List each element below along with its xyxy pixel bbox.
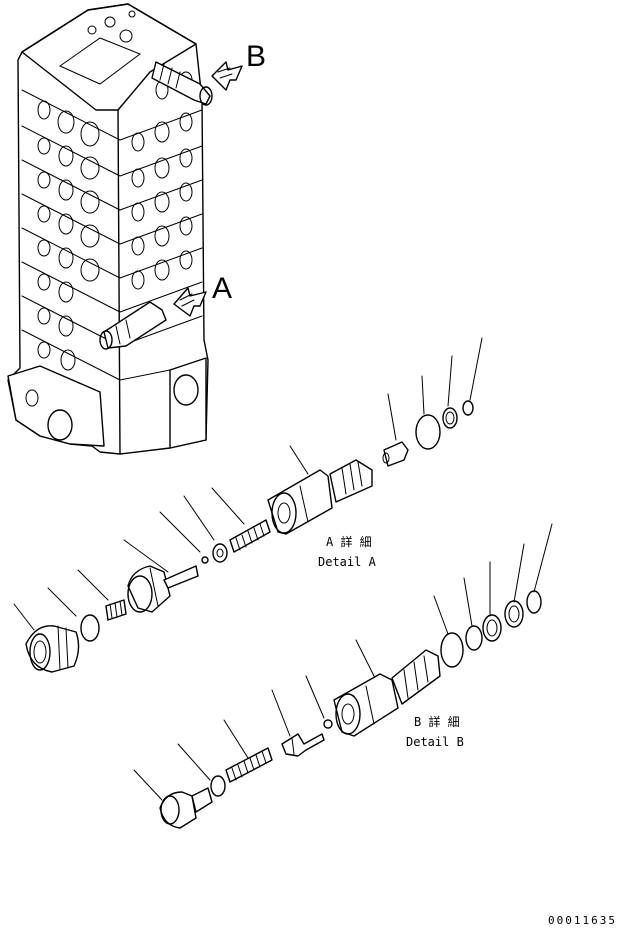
callout-b-label: B [246,40,266,73]
part-a-small-spring [106,600,126,620]
detail-b-leader-lines [134,524,552,800]
part-b-backup-ring-1 [483,615,501,641]
part-a-washer [213,544,227,562]
control-valve-body [8,4,208,454]
drawing-code: 00011635 [548,914,617,927]
part-a-spring [230,520,270,552]
part-a-oring-large [416,415,440,449]
valve-a-fitting [100,302,166,349]
callout-arrow-a [174,288,206,316]
part-b-spring [226,748,272,782]
part-a-oring [81,615,99,641]
detail-a-leader-lines [14,338,482,630]
part-b-sleeve [334,650,440,736]
detail-a-parts [14,338,482,672]
part-a-small-valve [383,442,408,466]
detail-b-title-jp: B 詳 細 [414,714,460,729]
part-b-oring [211,776,225,796]
part-b-oring-large [441,633,463,667]
part-a-backup-ring [443,408,457,428]
part-a-plug [26,626,79,672]
detail-b-title-en: Detail B [406,735,464,749]
detail-a-title-jp: A 詳 細 [326,534,372,549]
detail-b-parts [134,524,552,828]
part-b-backup-ring-2 [505,601,523,627]
callout-arrow-b [212,62,242,90]
part-b-oring-medium [466,626,482,650]
part-a-ball [202,557,208,563]
valve-b-fitting [152,62,212,105]
part-b-ball [324,720,332,728]
part-b-plug [160,788,212,828]
part-b-poppet [282,734,324,756]
part-a-sleeve [268,460,372,534]
part-a-oring-small [463,401,473,415]
part-a-piston [128,566,198,612]
part-b-oring-small [527,591,541,613]
callout-a-label: A [212,272,232,305]
detail-a-title-en: Detail A [318,555,377,569]
